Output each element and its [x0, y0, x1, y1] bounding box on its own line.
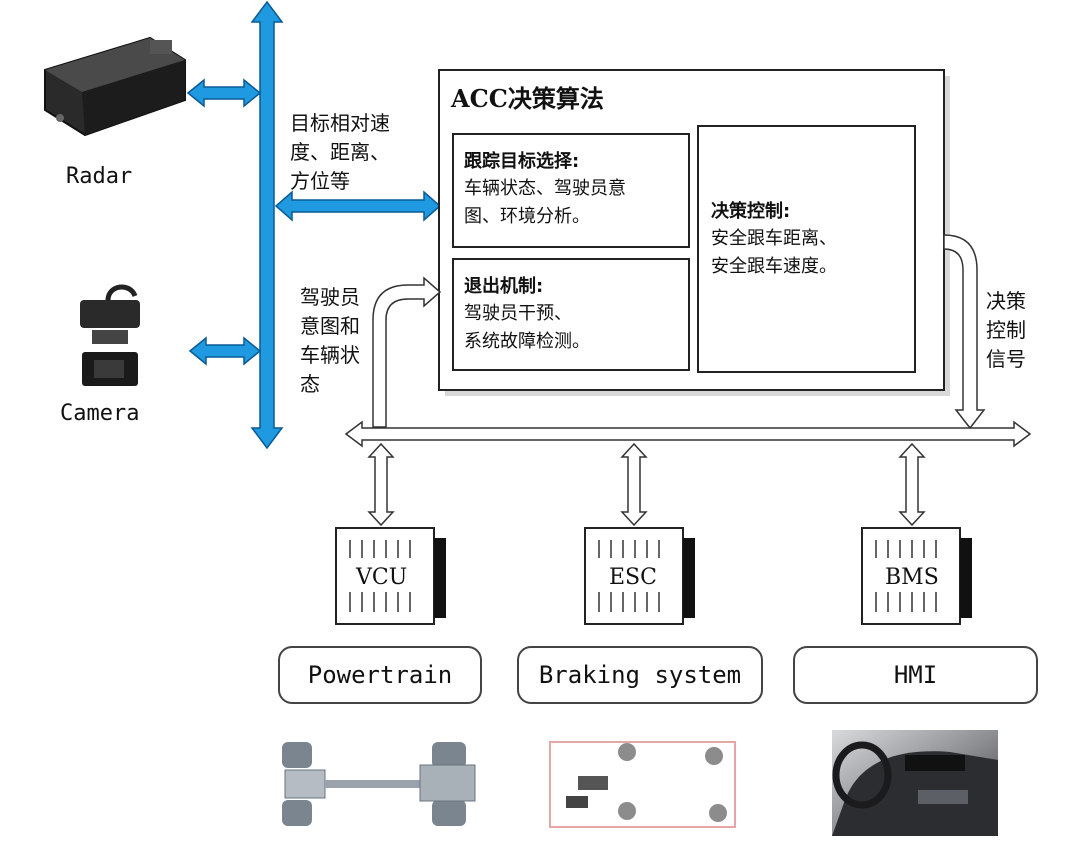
exit-mechanism-box: 退出机制: 驾驶员干预、 系统故障检测。: [452, 258, 690, 371]
decision-control-body: 安全跟车距离、 安全跟车速度。: [711, 228, 837, 277]
radar-bus-arrow: [186, 78, 262, 108]
exit-mechanism-heading: 退出机制:: [464, 276, 544, 297]
radar-label: Radar: [66, 164, 133, 189]
acc-title: ACC决策算法: [451, 84, 604, 113]
driver-intent-arrow: [372, 276, 442, 428]
vehicle-bus: [344, 420, 1032, 448]
sensor-bus: [250, 0, 284, 450]
bms-bus-connector: [898, 442, 926, 527]
target-selection-heading: 跟踪目标选择:: [464, 151, 580, 172]
radar-device-icon: [44, 36, 186, 137]
camera-bus-arrow: [188, 336, 262, 366]
vcu-bus-connector: [367, 442, 395, 527]
decision-control-heading: 决策控制:: [711, 201, 791, 222]
vcu-label: VCU: [356, 565, 408, 590]
esc-bus-connector: [620, 442, 648, 527]
exit-mechanism-body: 驾驶员干预、 系统故障检测。: [464, 303, 590, 352]
vcu-module-icon: [335, 527, 446, 625]
braking-illustration-icon: [545, 738, 745, 836]
decision-signal-arrow: [943, 234, 986, 430]
chassis-illustration-icon: [275, 735, 485, 835]
target-selection-body: 车辆状态、驾驶员意 图、环境分析。: [464, 178, 626, 227]
bms-module-icon: [861, 527, 972, 625]
hmi-dashboard-photo-icon: [832, 730, 998, 836]
decision-control-box: 决策控制: 安全跟车距离、 安全跟车速度。: [697, 125, 916, 373]
decision-signal-label: 决策 控制 信号: [986, 289, 1026, 371]
esc-module-icon: [584, 527, 695, 625]
bus-acc-arrow: [274, 190, 442, 222]
esc-label: ESC: [609, 565, 657, 590]
bus-label-top: 目标相对速 度、距离、 方位等: [290, 111, 390, 193]
camera-label: Camera: [60, 401, 140, 426]
bus-label-mid: 驾驶员 意图和 车辆状 态: [300, 285, 360, 396]
powertrain-pill: Powertrain: [278, 646, 482, 704]
braking-system-pill: Braking system: [517, 646, 763, 704]
target-selection-box: 跟踪目标选择: 车辆状态、驾驶员意 图、环境分析。: [452, 133, 690, 248]
hmi-pill: HMI: [793, 646, 1038, 704]
bms-label: BMS: [885, 565, 939, 590]
camera-device-icon: [80, 284, 140, 386]
